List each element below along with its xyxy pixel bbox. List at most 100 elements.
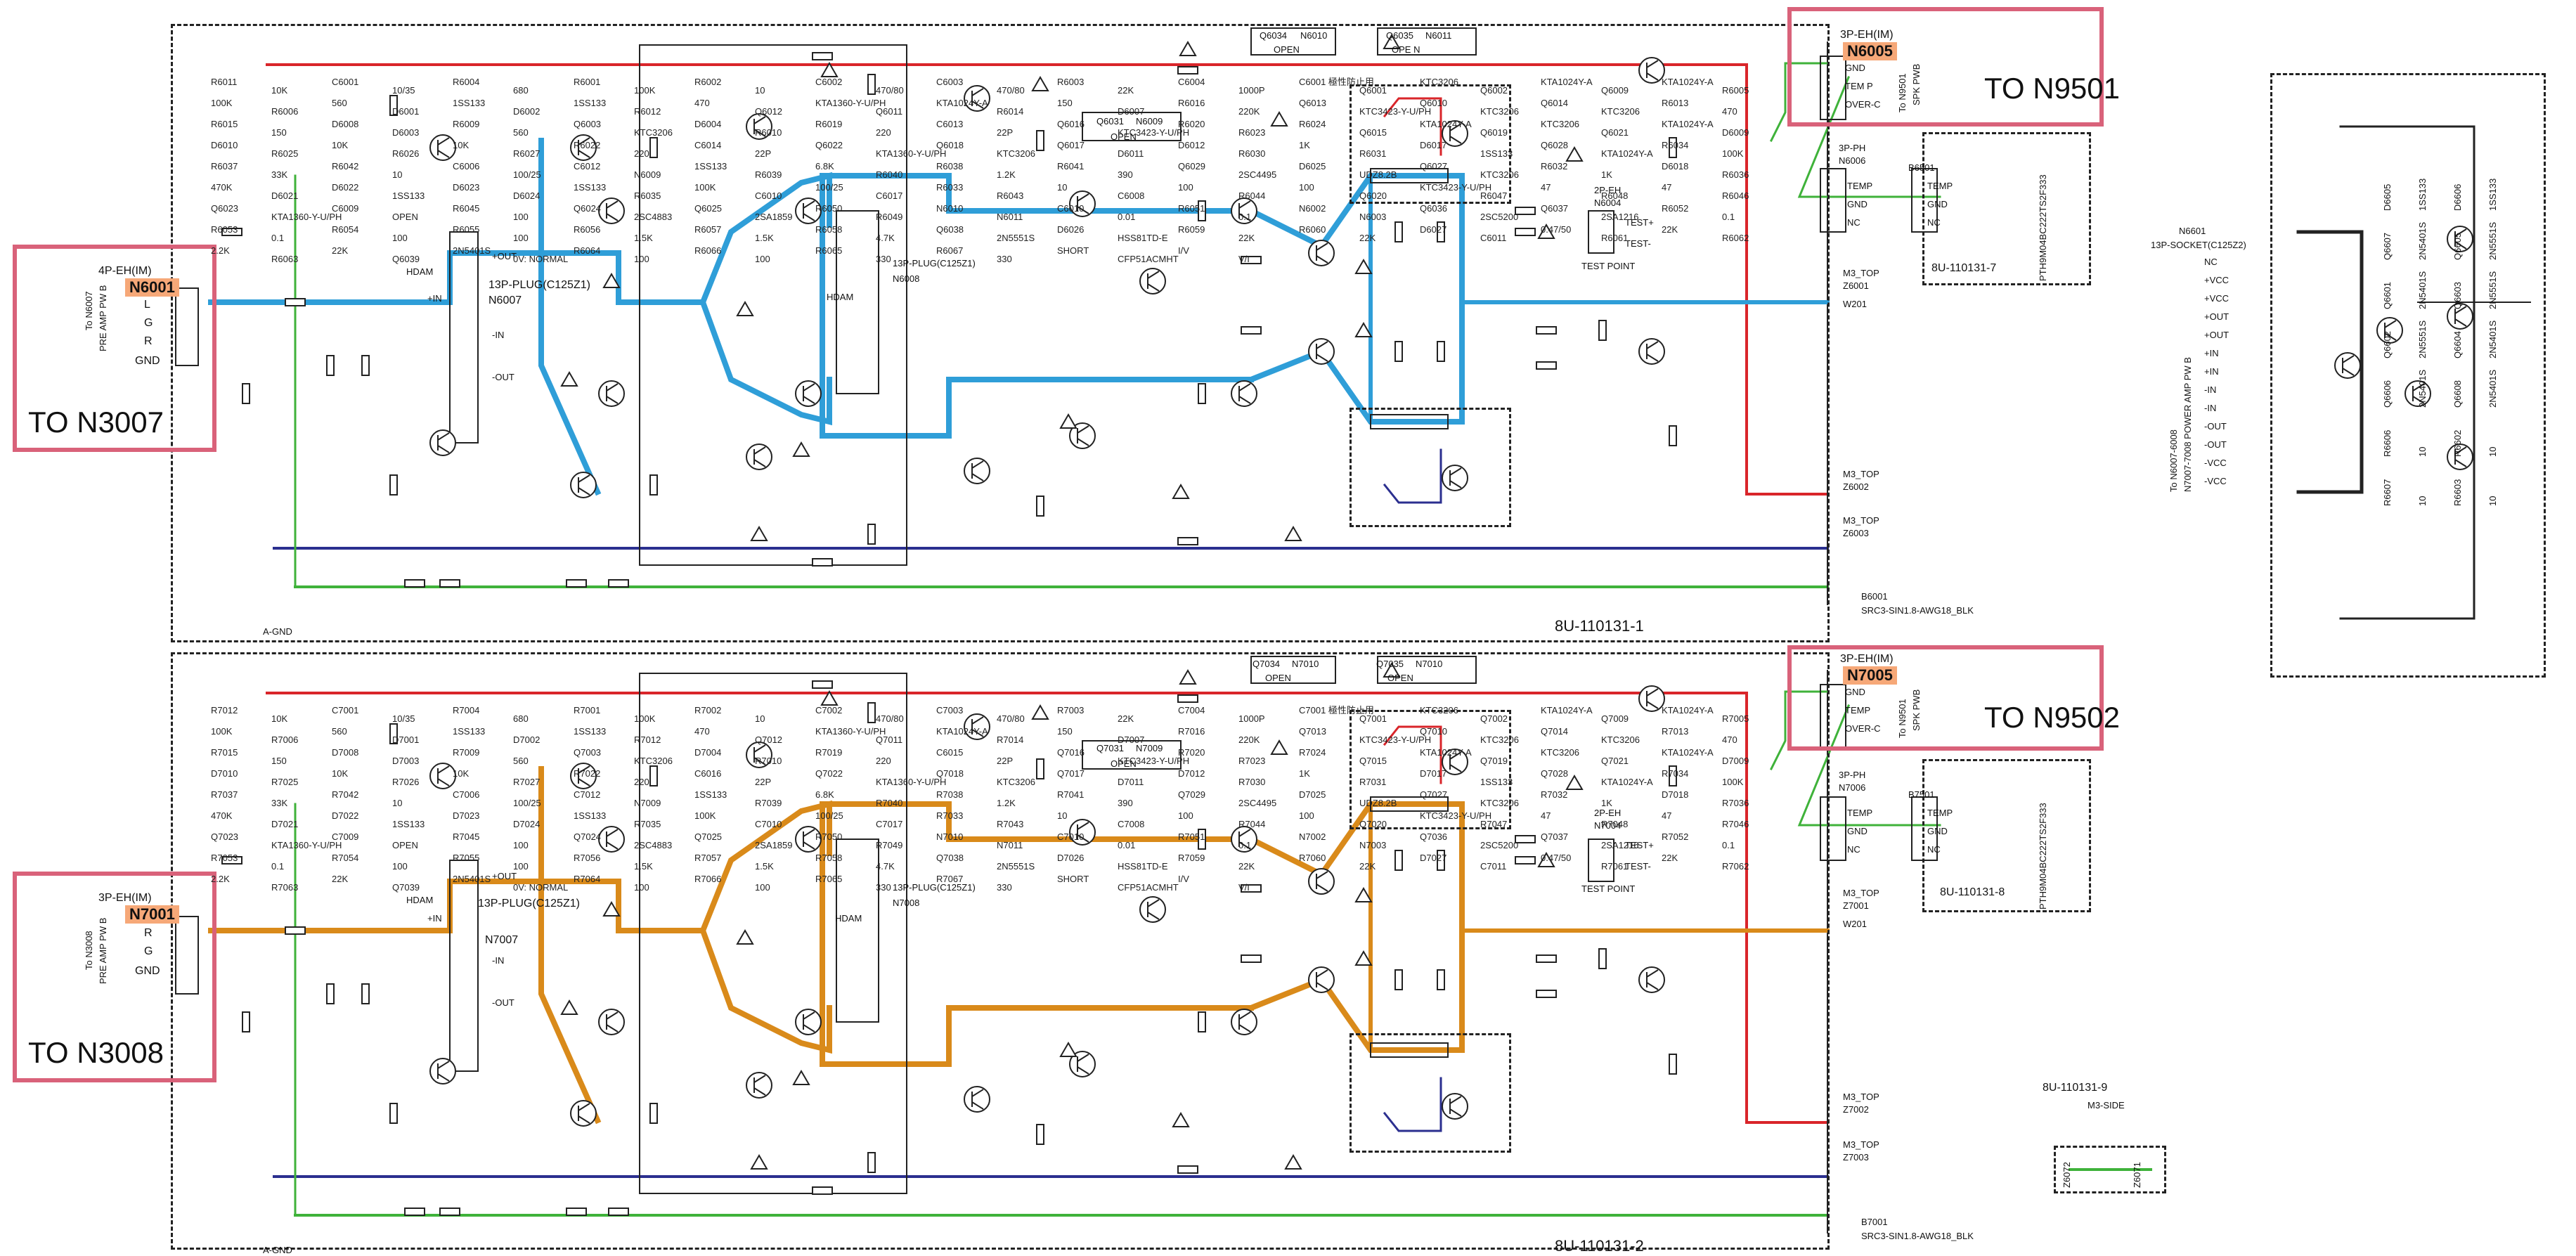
ch1-warning-icon-10 xyxy=(1565,146,1584,162)
ch1-resistor-14 xyxy=(1198,200,1206,221)
ch1-component-ref: 0.47/50 xyxy=(1541,224,1572,235)
ch2-component-ref: R7059 xyxy=(1178,853,1205,863)
ch2-resistor-26 xyxy=(439,1208,460,1216)
ch1-component-ref: R6034 xyxy=(1662,140,1689,150)
ch2-transistor-17 xyxy=(1231,1009,1257,1035)
ch2-component-ref: Q7002 xyxy=(1480,713,1508,724)
ch2-component-ref: KTA1024Y-A xyxy=(1662,747,1714,758)
socket-transistor-4 xyxy=(2447,444,2473,470)
ch1-component-ref: KTA1360-Y-U/PH xyxy=(271,212,342,222)
m3-side-label: M3-SIDE xyxy=(2088,1100,2125,1111)
ch1-component-ref: 1SS133 xyxy=(392,190,425,201)
ch2-component-ref: D7001 xyxy=(392,734,420,745)
ch2-thermistor-part: PTH9M04BC222TS2F333 xyxy=(2038,803,2048,909)
ch1-resistor-28 xyxy=(608,579,629,588)
ch1-plug-pin-2: +IN xyxy=(427,293,442,304)
ch1-warning-icon-17 xyxy=(1537,224,1555,239)
m3-side-board-id: 8U-110131-9 xyxy=(2043,1082,2108,1094)
ch2-component-ref: UDZ8.2B xyxy=(1359,798,1397,808)
ch2-top-5: Z7002 xyxy=(1843,1104,1869,1115)
ch2-board-id: 8U-110131-2 xyxy=(1555,1237,1644,1255)
ch1-component-ref: Q6029 xyxy=(1178,161,1206,171)
ch1-component-ref: 390 xyxy=(1118,169,1133,180)
ch2-component-ref: 100 xyxy=(513,840,529,850)
ch1-component-ref: 22K xyxy=(1359,233,1376,243)
ch2-thermistor-board: 8U-110131-8 xyxy=(1940,886,2005,898)
ch2-component-ref: 0.1 xyxy=(1238,840,1252,850)
ch2-component-ref: N7002 xyxy=(1299,831,1326,842)
ch2-component-ref: R7024 xyxy=(1299,747,1326,758)
ch1-component-ref: 470/80 xyxy=(876,85,904,96)
ch1-resistor-8 xyxy=(649,137,658,158)
ch1-component-ref: Q6014 xyxy=(1541,98,1569,108)
ch1-component-ref: 330 xyxy=(997,254,1012,264)
ch1-component-ref: R6056 xyxy=(574,224,601,235)
ch1-component-ref: R6033 xyxy=(936,182,964,193)
ch2-warning-icon-4 xyxy=(792,1070,810,1085)
schematic-wiring xyxy=(175,27,2531,1234)
ch2-component-ref: R7002 xyxy=(694,705,722,716)
ch1-component-ref: Q6020 xyxy=(1359,190,1387,201)
ch2-plug2-type: 13P-PLUG(C125Z1) xyxy=(893,882,976,893)
ch2-resistor-13 xyxy=(1036,1124,1044,1145)
ch2-component-ref: 4.7K xyxy=(876,861,895,872)
ch2-transistor-2 xyxy=(429,1058,456,1085)
ch2-component-ref: 470/80 xyxy=(876,713,904,724)
ch2-component-ref: 22K xyxy=(332,874,349,884)
ch1-warning-icon-9 xyxy=(1354,322,1373,337)
ch2-test-connector-body xyxy=(1588,839,1614,882)
ch1-component-ref: N6011 xyxy=(997,212,1023,222)
ch2-output-pin-2: TEMP xyxy=(1845,705,1871,716)
ch2-component-ref: R7003 xyxy=(1057,705,1085,716)
ch2-temp-connector-ref: N7006 xyxy=(1839,782,1866,793)
ch2-resistor-34 xyxy=(1437,969,1445,990)
ch1-open-box-q2 xyxy=(1250,27,1336,56)
ch1-component-ref: R6013 xyxy=(1662,98,1689,108)
ch2-resistor-30 xyxy=(812,1186,833,1195)
ch2-component-ref: R7062 xyxy=(1722,861,1749,872)
ch1-component-ref: KTC3206 xyxy=(1480,169,1519,180)
ch1-component-ref: R6040 xyxy=(876,169,903,180)
ch1-component-ref: Q6019 xyxy=(1480,127,1508,138)
ch2-output-pin-3: OVER-C xyxy=(1845,723,1881,734)
ch1-component-ref: Q6038 xyxy=(936,224,964,235)
ch2-component-ref: R7065 xyxy=(815,874,843,884)
ch1-component-ref: R6063 xyxy=(271,254,299,264)
ch2-component-ref: 100K xyxy=(211,726,233,737)
ch1-component-ref: 1000P xyxy=(1238,85,1265,96)
ch2-warning-icon-14 xyxy=(750,1154,768,1170)
ch1-component-ref: C6014 xyxy=(694,140,722,150)
ch2-component-ref: KTC3206 xyxy=(1601,734,1640,745)
ch1-component-ref: D6011 xyxy=(1118,148,1144,159)
ch2-component-ref: 2.2K xyxy=(211,874,230,884)
ch2-component-ref: KTC3206 xyxy=(997,777,1035,787)
ch1-input-connector-type: 4P-EH(IM) xyxy=(98,265,152,277)
ch1-component-ref: R6032 xyxy=(1541,161,1568,171)
ch1-plug2-ref: N6008 xyxy=(893,273,920,284)
ch1-top-4: M3_TOP xyxy=(1843,469,1879,479)
ch1-hdam-box xyxy=(639,44,907,566)
ch1-thermistor-pin-2: GND xyxy=(1927,199,1948,209)
ch1-output-stage-box-lower xyxy=(1350,408,1511,527)
ch1-component-ref: 470/80 xyxy=(997,85,1025,96)
ch1-resistor-27 xyxy=(566,579,587,588)
ch1-temp-connector-body xyxy=(1820,168,1846,233)
ch2-component-ref: R7036 xyxy=(1722,798,1749,808)
ch1-component-ref: 220 xyxy=(634,148,649,159)
ch1-transistor-23 xyxy=(1638,57,1665,84)
ch1-component-ref: R6066 xyxy=(694,245,722,256)
socket-ref: N6601 xyxy=(2179,226,2206,236)
ch2-input-connector-note: PRE AMP PW B xyxy=(98,917,108,984)
ch1-component-ref: C6013 xyxy=(936,119,964,129)
ch2-component-ref: 10/35 xyxy=(392,713,415,724)
ch1-warning-icon-6 xyxy=(1179,41,1197,56)
ch1-input-pin-3: R xyxy=(144,335,153,347)
ch1-plug-pin-3: -IN xyxy=(492,330,505,340)
ch2-component-ref: KTC3206 xyxy=(1480,734,1519,745)
ch2-component-ref: N7011 xyxy=(997,840,1023,850)
ch1-component-ref: Q6013 xyxy=(1299,98,1327,108)
ch2-component-ref: 100 xyxy=(1299,810,1314,821)
ch1-component-ref: R6046 xyxy=(1722,190,1749,201)
ch2-component-ref: D7023 xyxy=(453,810,480,821)
ch1-component-ref: 33K xyxy=(271,169,288,180)
